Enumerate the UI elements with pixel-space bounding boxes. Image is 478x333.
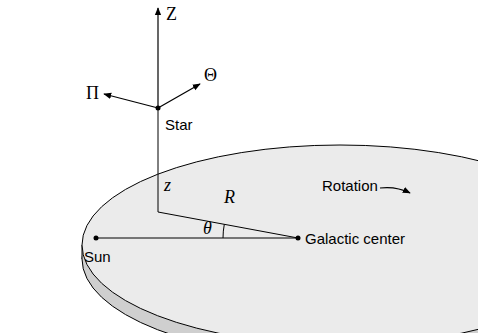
axis-label: Π — [86, 84, 99, 102]
angle-label: θ — [203, 219, 212, 237]
sun-dot — [94, 236, 99, 241]
sun-line — [96, 238, 298, 239]
angle-arc — [223, 224, 224, 238]
motion-label: Rotation — [322, 178, 378, 193]
dimension-label: z — [164, 176, 171, 194]
radius-line — [158, 212, 298, 238]
object-label: Sun — [84, 249, 111, 264]
center-dot — [296, 236, 301, 241]
theta-arrow — [158, 84, 200, 108]
height-line — [158, 108, 159, 212]
axis-label: Θ — [204, 66, 217, 84]
dimension-label: R — [224, 188, 235, 206]
object-label: Star — [165, 117, 193, 132]
z-axis — [157, 8, 158, 108]
rotation-arrow — [380, 188, 410, 193]
pi-arrow — [104, 94, 158, 108]
object-label: Galactic center — [305, 231, 405, 246]
disk-top — [82, 145, 478, 333]
axis-label: Z — [166, 5, 177, 23]
